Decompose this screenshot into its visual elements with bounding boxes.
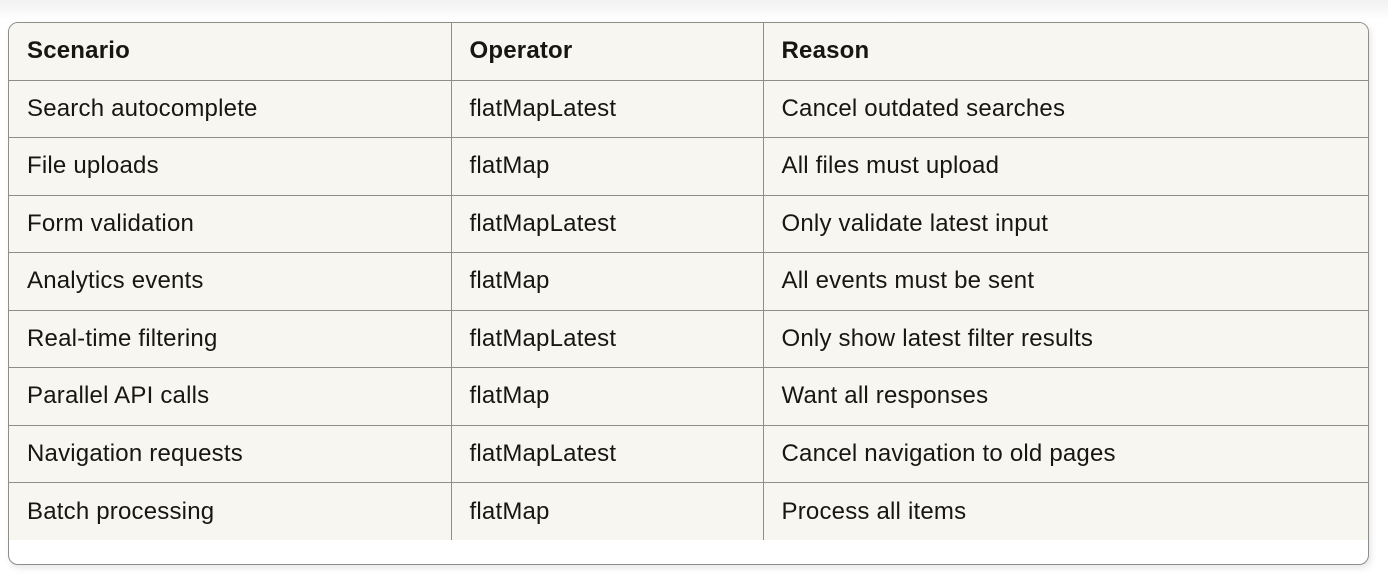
table-row: Search autocomplete flatMapLatest Cancel… bbox=[9, 80, 1368, 138]
cell-operator: flatMap bbox=[451, 367, 764, 426]
cell-reason: All events must be sent bbox=[763, 252, 1368, 311]
cell-scenario: File uploads bbox=[9, 137, 452, 196]
table-body: Search autocomplete flatMapLatest Cancel… bbox=[9, 80, 1368, 540]
column-header-operator: Operator bbox=[451, 23, 764, 81]
table-header-row: Scenario Operator Reason bbox=[9, 23, 1368, 81]
cell-scenario: Form validation bbox=[9, 195, 452, 253]
column-header-scenario: Scenario bbox=[9, 23, 452, 81]
cell-operator: flatMapLatest bbox=[451, 310, 764, 368]
cell-operator: flatMap bbox=[451, 482, 764, 540]
cell-reason: Process all items bbox=[763, 482, 1368, 540]
cell-scenario: Analytics events bbox=[9, 252, 452, 311]
table-header: Scenario Operator Reason bbox=[9, 23, 1368, 81]
cell-scenario: Parallel API calls bbox=[9, 367, 452, 426]
column-header-reason: Reason bbox=[763, 23, 1368, 81]
cell-scenario: Navigation requests bbox=[9, 425, 452, 483]
cell-reason: Want all responses bbox=[763, 367, 1368, 426]
table-row: Parallel API calls flatMap Want all resp… bbox=[9, 367, 1368, 426]
table-row: Real-time filtering flatMapLatest Only s… bbox=[9, 310, 1368, 368]
cell-operator: flatMapLatest bbox=[451, 195, 764, 253]
cell-scenario: Real-time filtering bbox=[9, 310, 452, 368]
operator-comparison-table: Scenario Operator Reason Search autocomp… bbox=[9, 23, 1368, 540]
cell-reason: Cancel navigation to old pages bbox=[763, 425, 1368, 483]
cell-reason: Only show latest filter results bbox=[763, 310, 1368, 368]
cell-reason: Only validate latest input bbox=[763, 195, 1368, 253]
table-row: File uploads flatMap All files must uplo… bbox=[9, 137, 1368, 196]
table-card: Scenario Operator Reason Search autocomp… bbox=[8, 22, 1369, 565]
cell-reason: Cancel outdated searches bbox=[763, 80, 1368, 138]
table-row: Form validation flatMapLatest Only valid… bbox=[9, 195, 1368, 253]
top-edge-shadow bbox=[0, 0, 1388, 20]
cell-operator: flatMap bbox=[451, 137, 764, 196]
cell-operator: flatMapLatest bbox=[451, 425, 764, 483]
cell-scenario: Batch processing bbox=[9, 482, 452, 540]
cell-operator: flatMap bbox=[451, 252, 764, 311]
cell-operator: flatMapLatest bbox=[451, 80, 764, 138]
table-row: Batch processing flatMap Process all ite… bbox=[9, 482, 1368, 540]
cell-scenario: Search autocomplete bbox=[9, 80, 452, 138]
table-row: Analytics events flatMap All events must… bbox=[9, 252, 1368, 311]
cell-reason: All files must upload bbox=[763, 137, 1368, 196]
table-row: Navigation requests flatMapLatest Cancel… bbox=[9, 425, 1368, 483]
